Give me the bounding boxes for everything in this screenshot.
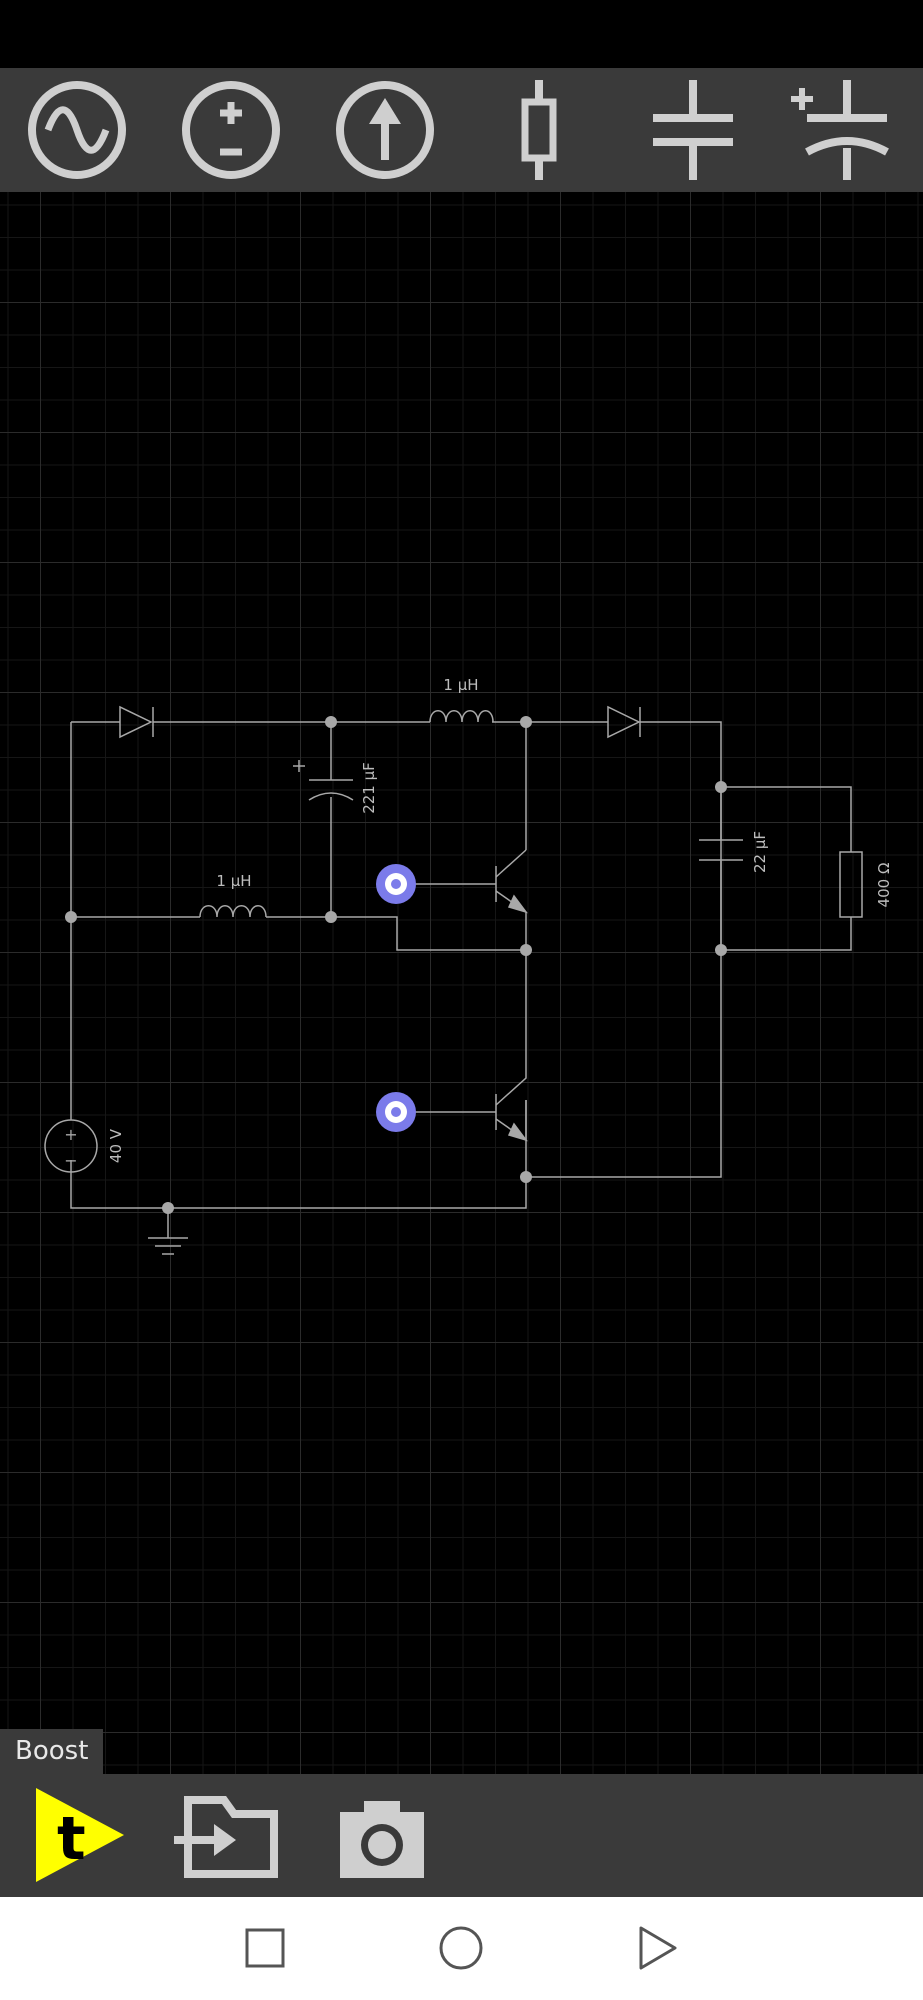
transistor-upper <box>495 849 528 914</box>
tool-dc-voltage-source[interactable] <box>154 68 308 192</box>
resistor-icon <box>521 80 557 180</box>
source-plus-sign: + <box>64 1125 77 1144</box>
tool-polarized-capacitor[interactable] <box>770 68 923 192</box>
output-capacitor <box>699 839 743 861</box>
probe-lower[interactable] <box>376 1092 416 1132</box>
status-bar <box>0 0 923 68</box>
simulate-button[interactable]: t <box>30 1774 130 1897</box>
circuit-name-label: Boost <box>0 1729 104 1774</box>
tool-ac-source[interactable] <box>0 68 154 192</box>
junction-node <box>520 944 532 956</box>
current-source-icon <box>336 81 434 179</box>
ground-symbol <box>148 1237 188 1255</box>
tool-resistor[interactable] <box>462 68 616 192</box>
wire <box>266 916 526 951</box>
export-icon <box>174 1796 278 1878</box>
load-resistor <box>839 851 863 918</box>
svg-text:t: t <box>57 1804 86 1874</box>
junction-node <box>65 911 77 923</box>
inductor-left-label: 1 μH <box>216 872 251 890</box>
wire <box>526 721 722 1178</box>
circuit-schematic: 1 μH 1 μH 221 μF 22 μF 400 Ω 40 V + − <box>44 676 893 1255</box>
ac-source-icon <box>28 81 126 179</box>
camera-icon <box>340 1801 424 1878</box>
capacitor-output-label: 22 μF <box>751 831 769 873</box>
bottom-toolbar: t <box>0 1774 923 1897</box>
voltage-source-label: 40 V <box>107 1128 125 1163</box>
polarized-capacitor <box>293 760 354 801</box>
home-button[interactable] <box>428 1915 494 1981</box>
wire <box>70 1160 527 1209</box>
recent-apps-icon <box>245 1928 285 1968</box>
source-minus-sign: − <box>64 1151 77 1170</box>
export-button[interactable] <box>170 1774 280 1897</box>
diode <box>119 705 154 739</box>
back-icon <box>639 1926 677 1970</box>
junction-node <box>162 1202 174 1214</box>
junction-node <box>520 716 532 728</box>
diode <box>607 705 641 739</box>
probe-upper[interactable] <box>376 864 416 904</box>
circuit-canvas[interactable]: 1 μH 1 μH 221 μF 22 μF 400 Ω 40 V + − <box>0 192 923 1774</box>
inductor-top-label: 1 μH <box>443 676 478 694</box>
home-icon <box>439 1926 483 1970</box>
junction-node <box>715 781 727 793</box>
simulate-play-icon: t <box>36 1788 124 1882</box>
recent-apps-button[interactable] <box>232 1915 298 1981</box>
inductor-top <box>429 710 494 723</box>
junction-nodes <box>65 716 727 1214</box>
transistor-lower <box>495 1040 528 1142</box>
resistor-load-label: 400 Ω <box>875 863 893 908</box>
junction-node <box>325 911 337 923</box>
back-button[interactable] <box>624 1915 690 1981</box>
wire <box>721 917 852 951</box>
junction-node <box>520 1171 532 1183</box>
component-toolbar <box>0 68 923 192</box>
wire <box>721 786 852 852</box>
screenshot-button[interactable] <box>332 1774 432 1897</box>
system-nav-bar <box>0 1897 923 2000</box>
polarized-capacitor-icon <box>791 80 889 180</box>
tool-current-source[interactable] <box>308 68 462 192</box>
junction-node <box>325 716 337 728</box>
capacitor-icon <box>653 80 733 180</box>
dc-voltage-source-icon <box>182 81 280 179</box>
voltage-source <box>44 1119 98 1173</box>
inductor-left <box>199 905 267 918</box>
junction-node <box>715 944 727 956</box>
capacitor-polarized-label: 221 μF <box>360 762 378 814</box>
tool-capacitor[interactable] <box>616 68 770 192</box>
